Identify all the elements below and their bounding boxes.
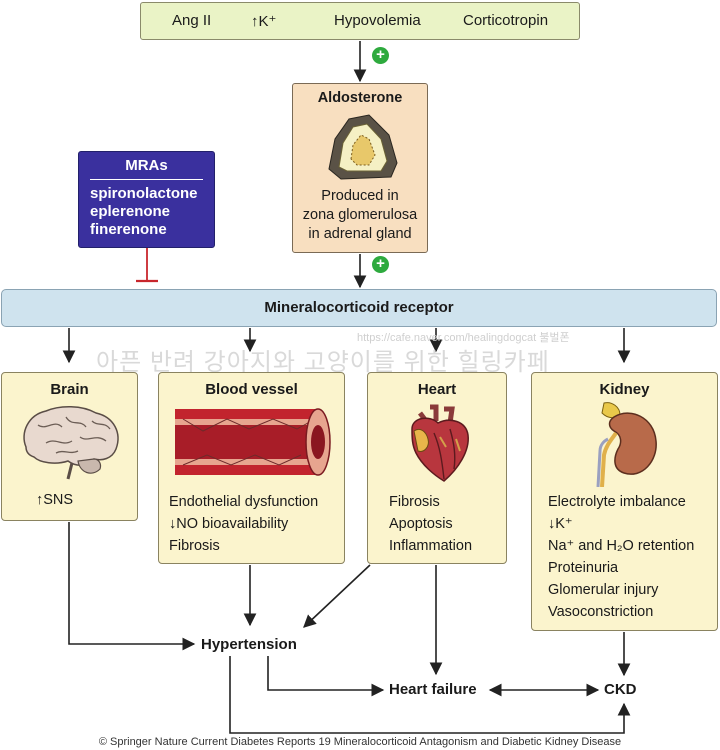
- arrow-heart-to-hypertension: [303, 564, 371, 628]
- arrow-hypertension-to-heart-failure: [267, 656, 385, 697]
- aldosterone-box: Aldosterone Produced in zona glomerulosa…: [292, 83, 428, 253]
- plus-icon: +: [372, 256, 389, 273]
- brain-icon: [23, 406, 119, 480]
- kidney-icon: [596, 402, 657, 487]
- hypertension-label: Hypertension: [201, 636, 297, 653]
- brain-box: Brain ↑SNS: [1, 372, 138, 521]
- aldosterone-title: Aldosterone: [317, 90, 403, 106]
- kidney-box: Kidney Electrolyte imbalance ↓K⁺ Na⁺ and…: [531, 372, 718, 631]
- aldosterone-description: Produced in zona glomerulosa in adrenal …: [302, 188, 418, 242]
- ckd-label: CKD: [604, 681, 637, 698]
- mras-box: MRAs spironolactone eplerenone finerenon…: [78, 151, 215, 248]
- blood-vessel-box: Blood vessel Endothelial dysfunction ↓NO…: [158, 372, 345, 564]
- kidney-title: Kidney: [599, 381, 650, 398]
- arrow-hypertension-to-ckd: [229, 656, 631, 734]
- kidney-effects: Electrolyte imbalance ↓K⁺ Na⁺ and H₂O re…: [548, 494, 695, 620]
- heart-icon: [411, 404, 469, 482]
- blood-vessel-effects: Endothelial dysfunction ↓NO bioavailabil…: [169, 494, 319, 554]
- mras-drug-list: spironolactone eplerenone finerenone: [90, 185, 198, 239]
- drug-item: eplerenone: [90, 203, 171, 220]
- heart-effects: Fibrosis Apoptosis Inflammation: [389, 494, 473, 554]
- drug-item: finerenone: [90, 221, 167, 238]
- heart-failure-label: Heart failure: [389, 681, 477, 698]
- blood-vessel-title: Blood vessel: [205, 381, 298, 398]
- receptor-bar: Mineralocorticoid receptor: [1, 289, 717, 327]
- plus-icon: +: [372, 47, 389, 64]
- arrow-brain-to-hypertension: [68, 522, 196, 651]
- drug-item: spironolactone: [90, 185, 198, 202]
- inhibit-marker: [136, 248, 158, 283]
- ang-ii-label: Ang II: [172, 12, 212, 29]
- brain-effects: ↑SNS: [36, 492, 74, 508]
- hypovolemia-label: Hypovolemia: [334, 12, 421, 29]
- brain-title: Brain: [50, 381, 89, 398]
- mras-title: MRAs: [125, 157, 168, 174]
- divider: [90, 179, 203, 180]
- heart-box: Heart Fibrosis Apoptosis Inflammation: [367, 372, 507, 564]
- adrenal-gland-icon: [328, 114, 398, 180]
- blood-vessel-icon: [175, 408, 331, 476]
- heart-title: Heart: [417, 381, 457, 398]
- watermark-url: https://cafe.naver.com/healingdogcat 불벌폰: [357, 332, 570, 344]
- stimuli-box: Ang II ↑K⁺ Hypovolemia Corticotropin: [140, 2, 580, 40]
- receptor-label: Mineralocorticoid receptor: [264, 299, 454, 316]
- high-potassium-label: ↑K⁺: [251, 13, 277, 30]
- copyright-footer: © Springer Nature Current Diabetes Repor…: [98, 736, 622, 748]
- watermark-text: 아픈 반려 강아지와 고양이를 위한 힐링카페: [96, 349, 550, 376]
- corticotropin-label: Corticotropin: [463, 12, 549, 29]
